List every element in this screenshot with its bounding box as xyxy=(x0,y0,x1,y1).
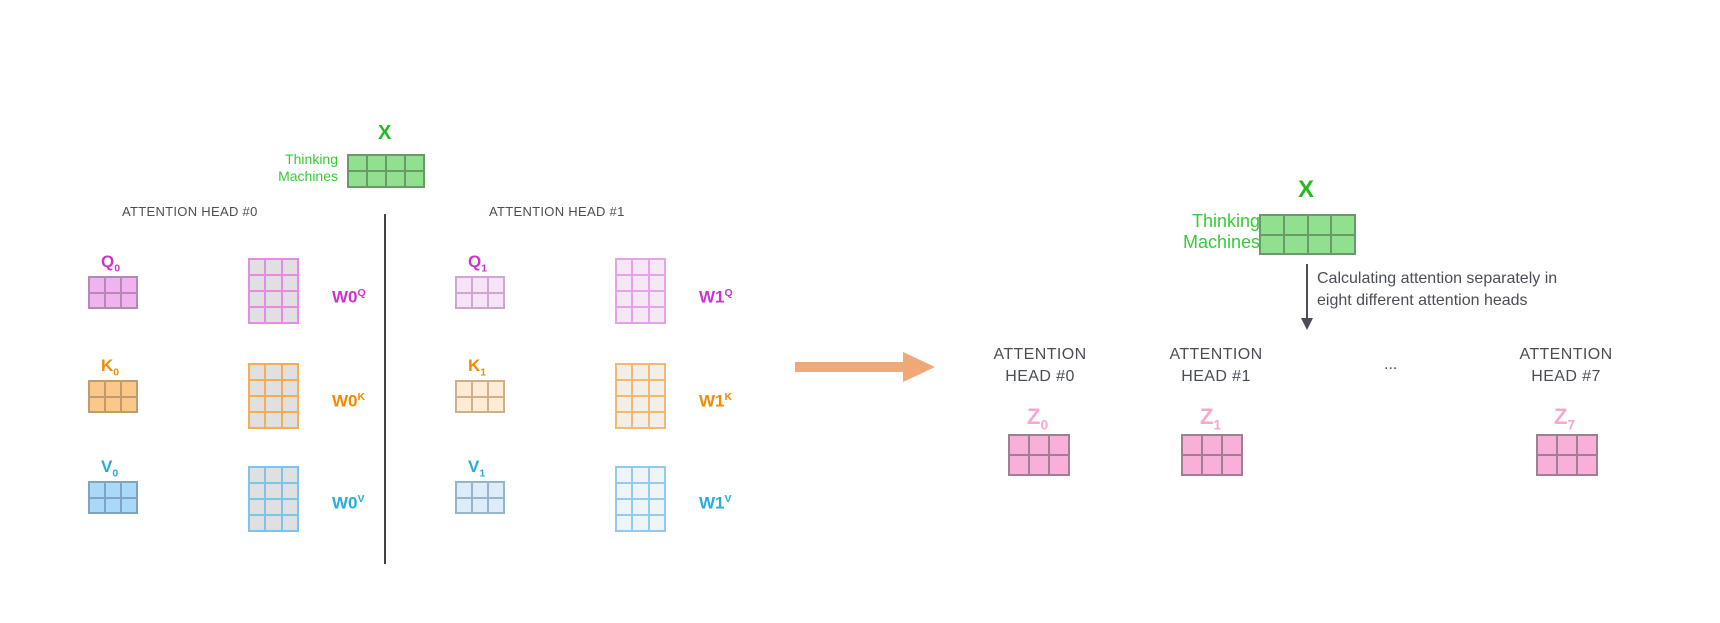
input-words-left: Thinking Machines xyxy=(268,151,338,185)
right-head0-title: ATTENTION HEAD #0 xyxy=(993,346,1087,385)
down-arrow xyxy=(1301,264,1313,330)
v0-label: V0 xyxy=(101,457,119,480)
v0-matrix xyxy=(88,481,138,514)
caption: Calculating attention separately in eigh… xyxy=(1317,268,1557,312)
z1-matrix xyxy=(1181,434,1243,476)
wk0-label: W0K xyxy=(332,391,366,411)
q1-matrix xyxy=(455,276,505,309)
right-head7-title: ATTENTION HEAD #7 xyxy=(1519,346,1613,385)
k1-matrix xyxy=(455,380,505,413)
input-matrix-right xyxy=(1259,214,1356,255)
wv0-matrix xyxy=(248,466,299,532)
word-machines-right: Machines xyxy=(1182,232,1260,252)
x-label-right: X xyxy=(1298,176,1315,203)
z1-label: Z1 xyxy=(1200,404,1222,433)
wq0-label: W0Q xyxy=(332,287,366,307)
wq1-matrix xyxy=(615,258,666,324)
down-arrow-head xyxy=(1301,318,1313,330)
wk1-matrix xyxy=(615,363,666,429)
q0-matrix xyxy=(88,276,138,309)
word-machines-left: Machines xyxy=(278,168,338,184)
down-arrow-shaft xyxy=(1306,264,1308,320)
arrow-head xyxy=(903,352,935,382)
q0-label: Q0 xyxy=(101,252,121,275)
wv0-label: W0V xyxy=(332,493,365,513)
ellipsis: ... xyxy=(1384,356,1398,373)
wv1-matrix xyxy=(615,466,666,532)
k1-label: K1 xyxy=(468,356,487,379)
transition-arrow xyxy=(795,352,935,382)
z7-label: Z7 xyxy=(1554,404,1576,433)
q1-label: Q1 xyxy=(468,252,488,275)
k0-matrix xyxy=(88,380,138,413)
wv1-label: W1V xyxy=(699,493,732,513)
z0-label: Z0 xyxy=(1027,404,1049,433)
v1-matrix xyxy=(455,481,505,514)
wk0-matrix xyxy=(248,363,299,429)
caption-line-2: eight different attention heads xyxy=(1317,292,1528,309)
wq1-label: W1Q xyxy=(699,287,733,307)
caption-line-1: Calculating attention separately in xyxy=(1317,270,1558,287)
z7-matrix xyxy=(1536,434,1598,476)
wq0-matrix xyxy=(248,258,299,324)
head0-title: ATTENTION HEAD #0 xyxy=(122,204,258,219)
head-divider xyxy=(384,214,386,564)
right-head1-title: ATTENTION HEAD #1 xyxy=(1169,346,1263,385)
arrow-shaft xyxy=(795,362,905,372)
z0-matrix xyxy=(1008,434,1070,476)
input-matrix-left xyxy=(347,154,425,188)
head1-title: ATTENTION HEAD #1 xyxy=(489,204,625,219)
input-words-right: Thinking Machines xyxy=(1168,211,1260,253)
wk1-label: W1K xyxy=(699,391,733,411)
v1-label: V1 xyxy=(468,457,486,480)
word-thinking-right: Thinking xyxy=(1191,211,1260,231)
word-thinking-left: Thinking xyxy=(285,151,338,167)
x-label-left: X xyxy=(378,122,392,144)
k0-label: K0 xyxy=(101,356,120,379)
